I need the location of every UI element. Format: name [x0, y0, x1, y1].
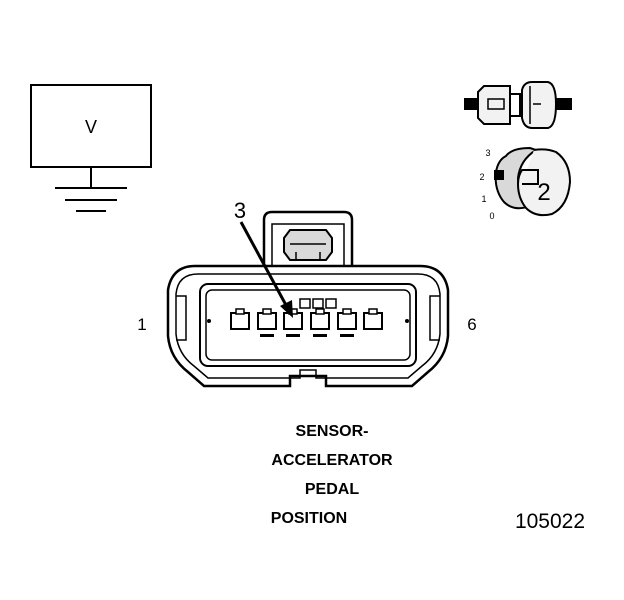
caption-line-1: SENSOR-	[296, 423, 369, 440]
dial-scale-1: 1	[481, 194, 486, 204]
dial-scale-3: 3	[485, 148, 490, 158]
terminal-pin	[230, 308, 250, 330]
voltmeter-symbol: V	[85, 117, 97, 137]
connector-face	[166, 210, 450, 388]
callout-arrow	[239, 221, 293, 318]
pin-label-last: 6	[467, 315, 476, 334]
figure-number: 105022	[515, 510, 585, 533]
dial-position-number: 2	[537, 179, 550, 206]
terminal-pin	[363, 308, 383, 330]
terminal-pin	[310, 308, 330, 337]
position-dial-icon: 3 2 1 0 2	[479, 146, 572, 221]
connector-halves-icon	[464, 81, 572, 129]
ground-icon	[55, 167, 127, 212]
callout-pin-number: 3	[234, 198, 246, 223]
caption-line-3: PEDAL	[305, 481, 359, 498]
terminal-cavity	[199, 283, 417, 367]
voltmeter: V	[30, 84, 152, 212]
dial-scale-0: 0	[489, 211, 494, 221]
terminal-pin	[283, 308, 303, 337]
latch-release	[283, 229, 333, 261]
pin-label-first: 1	[137, 315, 146, 334]
caption-line-4: POSITION	[271, 510, 347, 527]
terminal-pin	[257, 308, 277, 337]
caption-line-2: ACCELERATOR	[271, 452, 393, 469]
dial-scale-2: 2	[479, 172, 484, 182]
terminal-pin	[337, 308, 357, 337]
